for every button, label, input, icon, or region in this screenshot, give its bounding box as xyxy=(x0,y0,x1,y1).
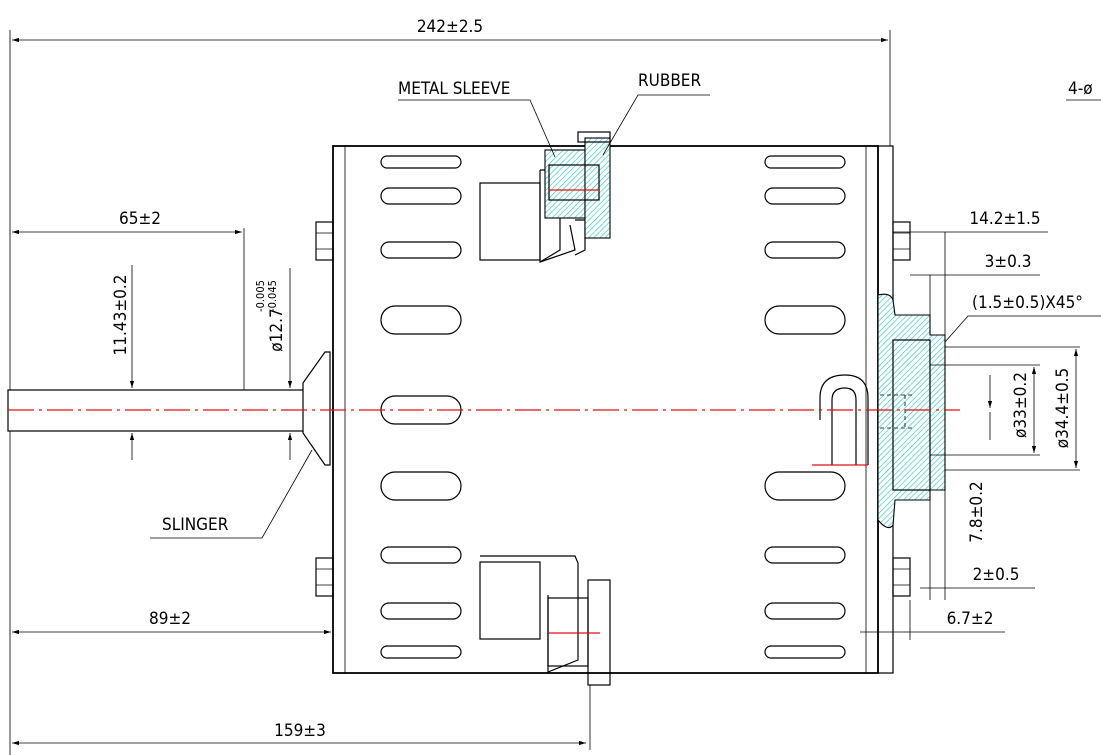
dim-shaft-length: 65±2 xyxy=(11,209,242,235)
dim-step-height: 2±0.5 xyxy=(920,490,1035,600)
label-flange-to-face: 89±2 xyxy=(149,609,191,629)
dim-flange-to-lead: 159±3 xyxy=(11,685,591,750)
dim-chamfer: (1.5±0.5)X45° xyxy=(944,293,1101,343)
label-rubber: RUBBER xyxy=(638,71,701,91)
label-flange-thickness: 6.7±2 xyxy=(947,609,994,629)
label-mount-depth: 14.2±1.5 xyxy=(969,209,1040,229)
dim-shaft-diameter: ø12.7 -0.005 -0.045 xyxy=(254,268,293,460)
label-shaft-offset: 11.43±0.2 xyxy=(111,275,131,356)
label-holes: 4-ø xyxy=(1068,79,1093,99)
label-step-height: 2±0.5 xyxy=(973,565,1020,585)
mounting-nuts xyxy=(315,221,911,597)
label-shaft-tol-lower: -0.045 xyxy=(266,280,279,312)
label-shaft-tol-upper: -0.005 xyxy=(254,280,267,312)
label-metal-sleeve: METAL SLEEVE xyxy=(398,79,510,99)
label-flange-to-lead: 159±3 xyxy=(274,721,326,741)
dim-flange-to-face: 89±2 xyxy=(11,609,331,635)
label-boss-height: 7.8±0.2 xyxy=(967,481,987,542)
rear-boss xyxy=(812,293,946,529)
leader-holes: 4-ø xyxy=(1066,79,1101,101)
vent-slots xyxy=(380,155,846,659)
label-shaft-length: 65±2 xyxy=(119,209,161,229)
leader-metal-sleeve: METAL SLEEVE xyxy=(398,79,556,158)
label-chamfer: (1.5±0.5)X45° xyxy=(972,293,1083,313)
label-boss-diameter-inner: ø33±0.2 xyxy=(1011,372,1031,438)
leader-slinger: SLINGER xyxy=(150,449,313,539)
bottom-grommet xyxy=(479,555,611,686)
dim-boss-depth: 3±0.3 xyxy=(910,252,1040,315)
dim-flange-thickness: 6.7±2 xyxy=(860,600,1005,673)
dim-boss-diameters: ø34.4±0.5 ø33±0.2 xyxy=(930,346,1080,471)
top-grommet xyxy=(479,131,611,264)
dim-overall-length: 242±2.5 xyxy=(9,17,891,390)
leader-rubber: RUBBER xyxy=(602,71,710,156)
label-boss-diameter-outer: ø34.4±0.5 xyxy=(1053,368,1073,449)
label-overall-length: 242±2.5 xyxy=(417,17,483,37)
dim-shaft-offset: 11.43±0.2 xyxy=(111,265,135,460)
dim-mount-depth: 14.2±1.5 xyxy=(893,209,1048,335)
label-boss-depth: 3±0.3 xyxy=(985,252,1032,272)
label-shaft-diameter: ø12.7 xyxy=(267,308,287,351)
dim-boss-height: 7.8±0.2 xyxy=(967,375,993,543)
label-slinger: SLINGER xyxy=(162,515,229,535)
